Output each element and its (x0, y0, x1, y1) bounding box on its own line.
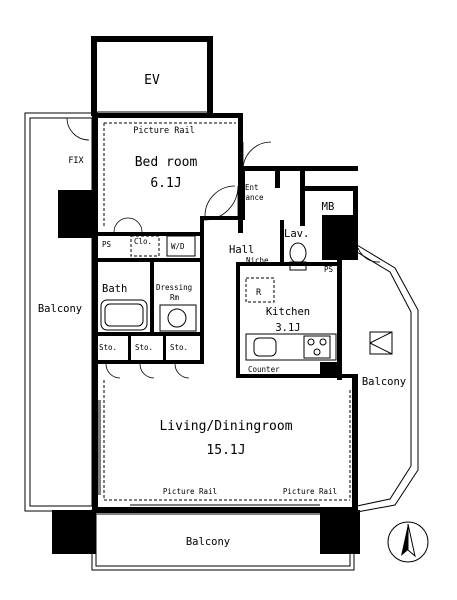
closet-label: Clo. (134, 237, 152, 246)
refrigerator-label: R (256, 288, 262, 298)
balcony-right-label: Balcony (362, 376, 406, 388)
living-dining-size-label: 15.1J (206, 443, 245, 458)
storage-1-label: Sto. (99, 343, 117, 352)
storage-2-label: Sto. (135, 343, 153, 352)
ps-left-label: PS (102, 240, 112, 249)
elevator-shaft (91, 36, 213, 116)
picture-rail-living-1-label: Picture Rail (163, 487, 217, 496)
ps-kitchen-label: PS (323, 366, 333, 375)
bedroom-size-label: 6.1J (150, 176, 181, 191)
niche-label: Niche (246, 256, 269, 265)
mb-label: MB (322, 201, 335, 213)
washer-dryer-label: W/D (171, 242, 185, 251)
interior-walls (92, 216, 358, 378)
storage-3-label: Sto. (170, 343, 188, 352)
fix-label: FIX (68, 156, 84, 166)
entrance-label-b: rance (241, 193, 264, 202)
balcony-bottom-label: Balcony (186, 536, 230, 548)
north-arrow-icon (387, 521, 429, 563)
entrance-label-a: Ent (245, 183, 259, 192)
picture-rail-living-2-label: Picture Rail (283, 487, 337, 496)
exterior-walls (52, 113, 360, 554)
fixtures (66, 117, 393, 506)
dressing-room-label-b: Rm (170, 293, 180, 302)
picture-rail-bedroom-label: Picture Rail (133, 126, 194, 136)
lavatory-label: Lav. (284, 228, 309, 240)
ps-lav-label: PS (324, 265, 334, 274)
balcony-right-outline (356, 244, 419, 513)
counter-label: Counter (248, 365, 280, 374)
dressing-room-label-a: Dressing (156, 283, 192, 292)
ev-label: EV (144, 73, 160, 88)
hall-label: Hall (229, 244, 254, 256)
balcony-left-label: Balcony (38, 303, 82, 315)
bedroom-name-label: Bed room (135, 155, 198, 170)
kitchen-name-label: Kitchen (266, 306, 310, 318)
kitchen-size-label: 3.1J (275, 322, 300, 334)
bath-label: Bath (102, 283, 127, 295)
living-dining-name-label: Living/Diningroom (159, 419, 292, 434)
